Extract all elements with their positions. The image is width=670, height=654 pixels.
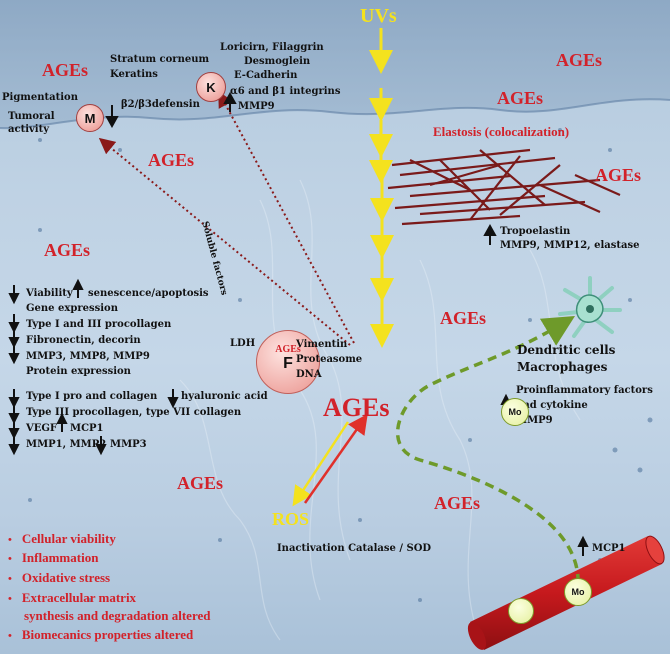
tropo-mmp-label: MMP9, MMP12, elastase: [500, 240, 640, 251]
k-ecadherin: E-Cadherin: [234, 70, 298, 81]
m-tumoral: Tumoral: [8, 111, 55, 122]
consequence-oxidative-stress: •Oxidative stress: [8, 570, 111, 586]
ages-label-mid-top: AGEs: [148, 150, 195, 170]
fibro-mcp1: MCP1: [70, 423, 104, 434]
k-mmp9: MMP9: [238, 101, 275, 112]
dendritic-cells-label: Dendritic cells: [517, 343, 616, 357]
arrow-f-to-k: [218, 90, 355, 344]
ages-label-top-left: AGEs: [42, 60, 89, 80]
monocyte-cell-vessel: Mo: [564, 578, 592, 606]
f-dna: DNA: [296, 369, 322, 380]
monocyte-cell-migrating: Mo: [501, 398, 529, 426]
m-activity: activity: [8, 124, 50, 135]
monocyte-migrating-letter: Mo: [508, 407, 522, 417]
mcp1-vessel-label: MCP1: [592, 543, 626, 554]
tropoelastin-label: Tropoelastin: [500, 226, 571, 237]
fibro-mmp3: MMP3: [110, 439, 147, 450]
fibro-vegf: VEGF: [26, 423, 58, 434]
ages-label-center: AGEs: [323, 393, 390, 422]
fibro-type-iii: Type III procollagen, type VII collagen: [26, 407, 242, 418]
proinfl-cytokine: and cytokine: [516, 400, 588, 411]
k-desmoglein: Desmoglein: [244, 56, 311, 67]
epidermis-layer: [0, 0, 670, 129]
ages-label-lower-right: AGEs: [434, 493, 481, 513]
f-ldh: LDH: [230, 338, 256, 349]
consequence-ecm: •Extracellular matrix: [8, 590, 137, 606]
regulation-arrows: [8, 91, 589, 556]
consequence-inflammation: •Inflammation: [8, 550, 99, 566]
ages-label-right-elastosis: AGEs: [595, 165, 642, 185]
fibroblast-ages-label: AGEs: [275, 343, 301, 355]
fibroblast-cell: AGEs F: [256, 330, 320, 394]
arrow-f-to-m: [98, 137, 351, 346]
vessel-cell: [508, 598, 534, 624]
fibro-mmp: MMP3, MMP8, MMP9: [26, 351, 150, 362]
fibro-gene-expression: Gene expression: [26, 303, 118, 314]
k-stratum-corneum: Stratum corneum: [110, 54, 210, 65]
fibroblast-letter: F: [283, 354, 293, 372]
dendritic-cell: [558, 276, 622, 338]
fibro-viability: Viability: [26, 288, 73, 299]
inactivation-label: Inactivation Catalase / SOD: [277, 543, 432, 554]
dermis-nuclei: [28, 128, 653, 602]
elastosis-label: Elastosis (colocalization): [433, 124, 570, 139]
keratinocyte-cell: K: [196, 72, 226, 102]
elastosis-fibres: [387, 148, 621, 226]
m-beta-defensin: β2/β3defensin: [121, 99, 200, 110]
arrow-ros-to-ages: [303, 413, 368, 504]
melanocyte-cell: M: [76, 104, 104, 132]
melanocyte-letter: M: [84, 110, 96, 126]
ages-label-left: AGEs: [44, 240, 91, 260]
fibro-fibronectin: Fibronectin, decorin: [26, 335, 141, 346]
ages-label-top-right: AGEs: [556, 50, 603, 70]
proinfl-mmp9: MMP9: [516, 415, 553, 426]
fibro-protein-expression: Protein expression: [26, 366, 131, 377]
uv-arrow-column: [369, 28, 394, 348]
consequence-ecm-synthesis: synthesis and degradation altered: [24, 608, 211, 623]
arrow-ages-to-ros: [292, 421, 350, 507]
ages-label-lower-left: AGEs: [177, 473, 224, 493]
fibro-procollagen: Type I and III procollagen: [26, 319, 172, 330]
k-loricirn: Loricirn, Filaggrin: [220, 42, 324, 53]
monocyte-migration-path: [395, 315, 580, 584]
keratinocyte-letter: K: [206, 79, 216, 95]
fibro-mmp1-2: MMP1, MMP2: [26, 439, 107, 450]
consequence-cellular-viability: •Cellular viability: [8, 531, 116, 547]
proinfl-factors: Proinflammatory factors: [516, 385, 653, 396]
fibro-senescence: senescence/apoptosis: [88, 288, 209, 299]
fibro-type-i-pro: Type I pro and collagen: [26, 391, 158, 402]
k-integrins: α6 and β1 integrins: [230, 86, 341, 97]
consequence-biomechanics: •Biomecanics properties altered: [8, 627, 194, 643]
ages-label-right-mid: AGEs: [440, 308, 487, 328]
f-proteasome: Proteasome: [296, 354, 363, 365]
macrophages-label: Macrophages: [517, 360, 608, 374]
monocyte-vessel-letter: Mo: [571, 587, 585, 597]
fibro-hyaluronic: hyaluronic acid: [181, 391, 268, 402]
ros-label: ROS: [272, 509, 310, 529]
ages-label-right-upper: AGEs: [497, 88, 544, 108]
k-keratins: Keratins: [110, 69, 158, 80]
f-vimentin: Vimentin: [296, 339, 348, 350]
uvs-label: UVs: [360, 5, 397, 27]
m-pigmentation: Pigmentation: [2, 92, 78, 103]
